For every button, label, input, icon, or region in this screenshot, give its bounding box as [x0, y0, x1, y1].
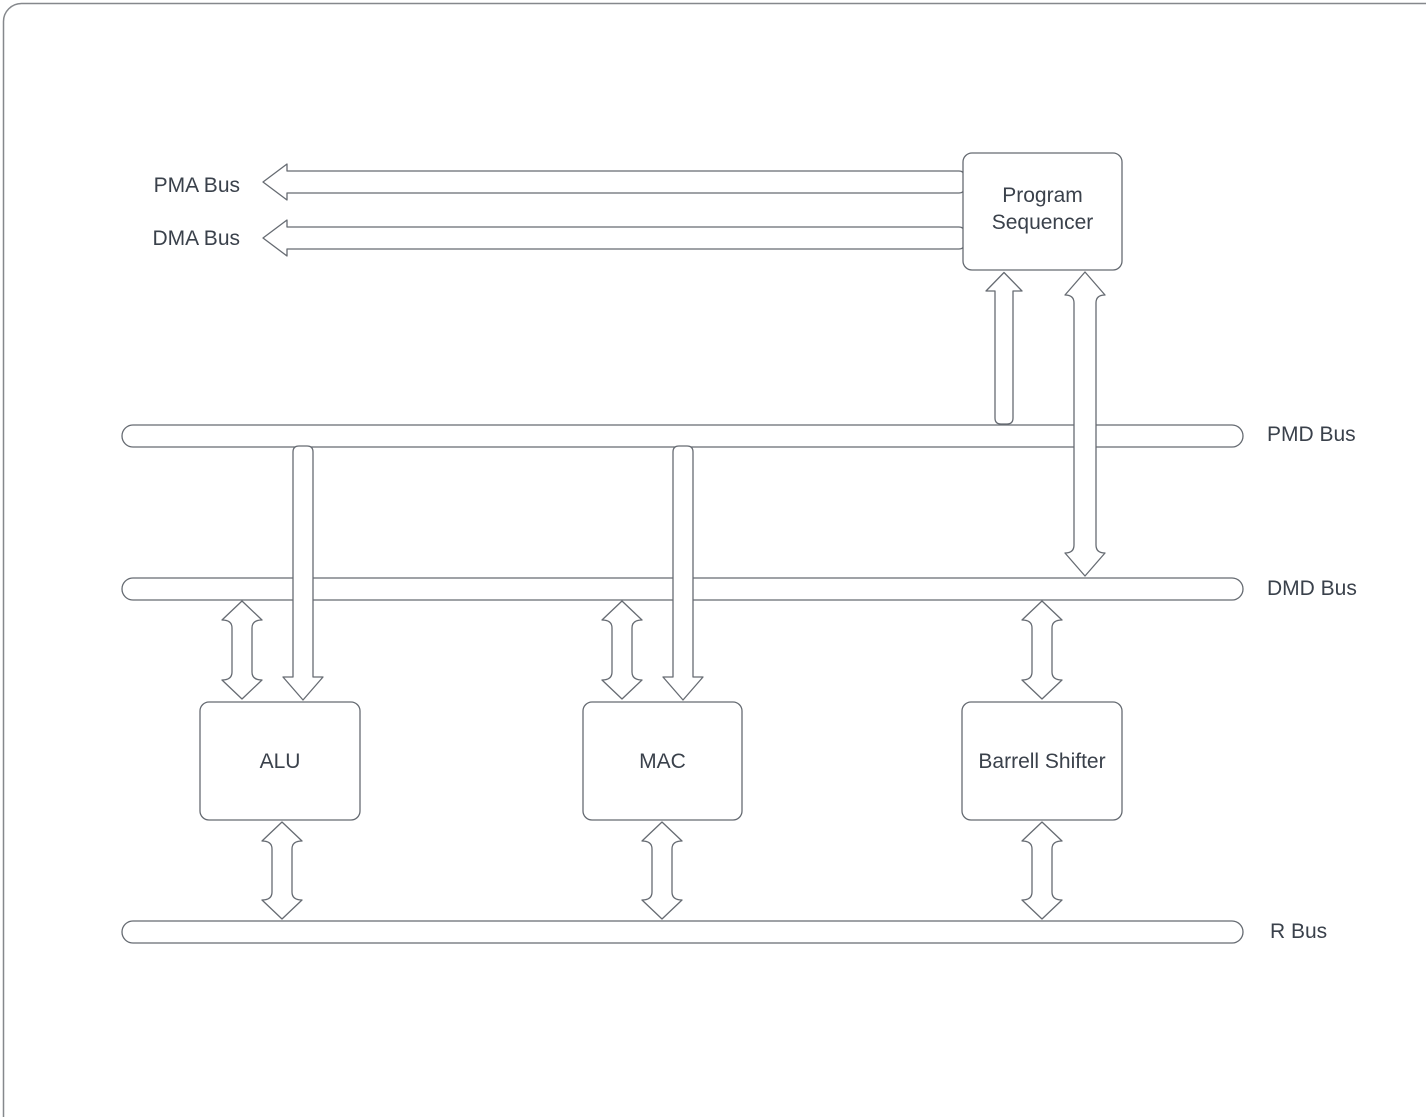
- arrow-program-sequencer-dmd: [1064, 271, 1106, 577]
- dma-bus-arrow: [262, 219, 965, 257]
- program-sequencer-label-line2: Sequencer: [992, 211, 1094, 234]
- mac-box: [582, 701, 743, 821]
- dma-bus-label: DMA Bus: [152, 227, 240, 250]
- alu-label: ALU: [260, 750, 301, 773]
- arrow-dmd-mac: [601, 600, 643, 700]
- dmd-bus-label: DMD Bus: [1267, 577, 1357, 600]
- arrow-pmd-to-alu: [282, 445, 324, 701]
- arrow-dmd-alu: [221, 600, 263, 700]
- r-bus-label: R Bus: [1270, 920, 1327, 943]
- program-sequencer-box: [962, 152, 1123, 271]
- pmd-bus-label: PMD Bus: [1267, 423, 1356, 446]
- alu-box: [199, 701, 361, 821]
- arrow-dmd-barrel-shifter: [1021, 600, 1063, 700]
- arrow-mac-r-bus: [641, 821, 683, 920]
- barrel-shifter-box: [961, 701, 1123, 821]
- mac-label: MAC: [639, 750, 686, 773]
- program-sequencer-label-line1: Program: [1002, 184, 1083, 207]
- arrow-pmd-to-mac: [662, 445, 704, 701]
- arrow-barrel-shifter-r-bus: [1021, 821, 1063, 920]
- arrow-pmd-to-program-sequencer: [985, 271, 1023, 425]
- pma-bus-arrow: [262, 163, 965, 201]
- barrel-shifter-label: Barrell Shifter: [978, 750, 1105, 773]
- r-bus-bar: [121, 920, 1244, 944]
- pma-bus-label: PMA Bus: [154, 174, 240, 197]
- arrow-alu-r-bus: [261, 821, 303, 920]
